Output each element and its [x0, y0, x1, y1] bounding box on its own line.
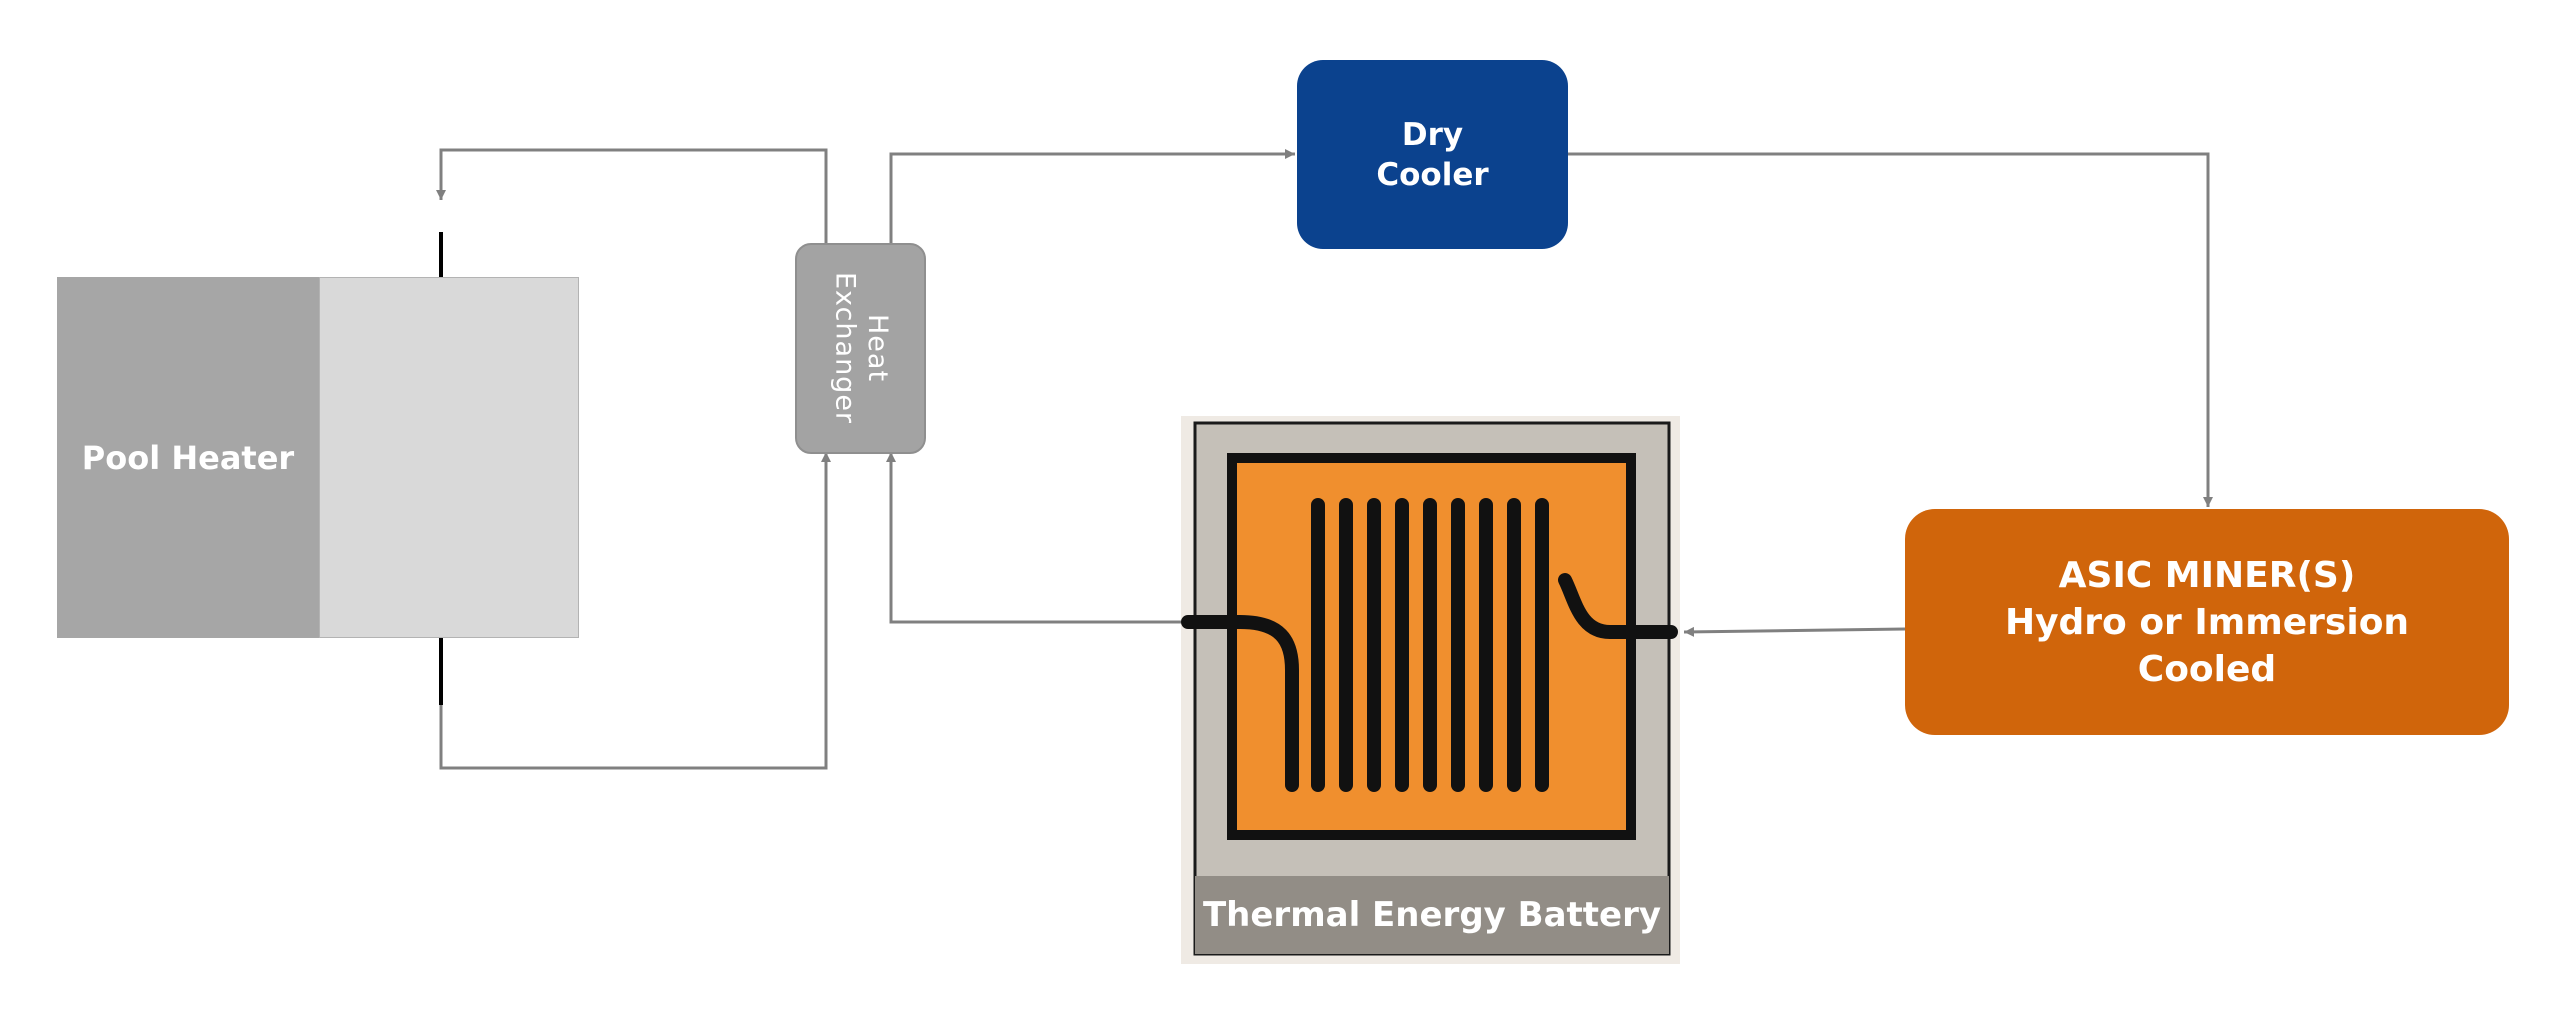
connector-hx-to-pool-top — [436, 148, 828, 245]
battery-coil-icon — [1181, 498, 1678, 792]
thermal-energy-battery — [1181, 416, 1680, 964]
connector-asic-to-battery — [1683, 626, 1906, 637]
connector-hx-to-dry-cooler — [889, 149, 1295, 245]
connector-dry-cooler-to-asic — [1568, 152, 2213, 507]
heat-exchanger-box: Heat Exchanger — [795, 243, 926, 454]
pool-heater-box: Pool Heater — [57, 277, 319, 638]
asic-miner-box: ASIC MINER(S) Hydro or Immersion Cooled — [1905, 509, 2509, 735]
connector-pool-to-hx-bottom — [439, 452, 831, 770]
pool-heater-coil-panel — [319, 277, 579, 638]
battery-caption-band — [1195, 876, 1669, 954]
thermal-energy-battery-label: Thermal Energy Battery — [1202, 895, 1662, 935]
pool-heater-label: Pool Heater — [81, 438, 295, 477]
dry-cooler-label: Dry Cooler — [1376, 116, 1489, 193]
asic-miner-label: ASIC MINER(S) Hydro or Immersion Cooled — [2004, 554, 2410, 690]
connector-battery-to-hx — [886, 452, 1188, 624]
dry-cooler-box: Dry Cooler — [1297, 60, 1568, 249]
heat-exchanger-label: Heat Exchanger — [829, 272, 893, 425]
